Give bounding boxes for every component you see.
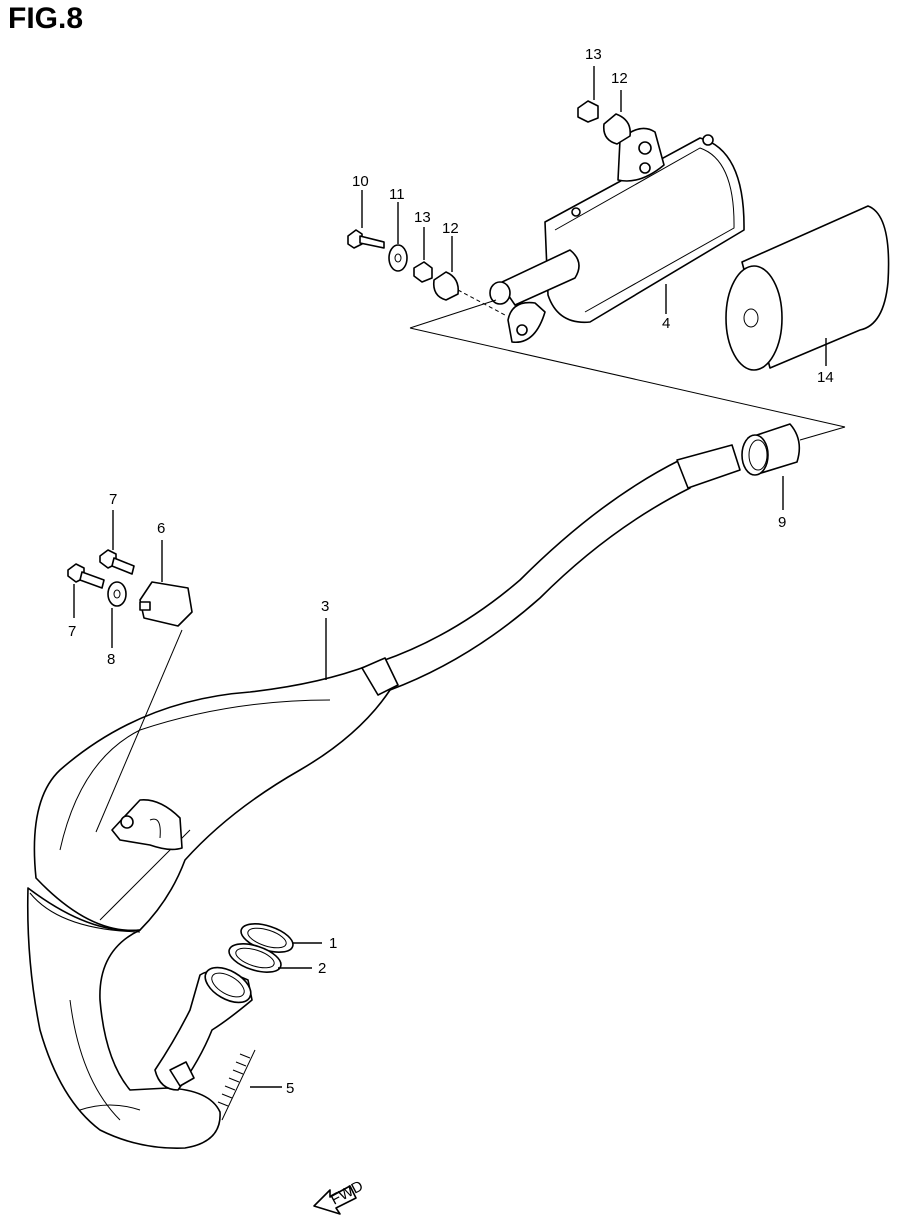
callout-7-upper: 7 [109,491,117,508]
bolt-10 [347,190,385,249]
callout-10: 10 [352,173,369,190]
callout-12-upper: 12 [611,70,628,87]
callout-5: 5 [286,1080,294,1097]
collar-13-upper [577,66,599,123]
expansion-chamber [26,444,741,1149]
inlet-flange [154,966,253,1091]
grommet-12-upper [602,90,632,145]
callout-13-lower: 13 [414,209,431,226]
fwd-label: FWD [328,1177,366,1208]
callout-12-lower: 12 [442,220,459,237]
callout-8: 8 [107,651,115,668]
callout-4: 4 [662,315,670,332]
callout-2: 2 [318,960,326,977]
spring-5 [217,1049,282,1121]
bolt-7-upper [99,510,135,575]
callout-6: 6 [157,520,165,537]
bolt-7-lower [67,563,105,618]
mount-bracket-6 [95,540,193,833]
callout-1: 1 [329,935,337,952]
callout-11: 11 [389,186,405,203]
silencer-end-cap [725,205,890,371]
callout-14: 14 [817,369,834,386]
silencer-body [489,127,745,343]
assembly-guide-lines [409,299,846,441]
callout-13-upper: 13 [585,46,602,63]
callout-9: 9 [778,514,786,531]
callout-3: 3 [321,598,329,615]
washer-11 [388,202,408,272]
grommet-12 [432,236,506,316]
figure-title: FIG.8 [8,2,84,35]
collar-13 [413,227,433,283]
gasket-ring-2 [228,943,312,973]
callout-7-lower: 7 [68,623,76,640]
washer-8 [107,581,127,648]
outlet-seal-9 [741,423,801,510]
fwd-arrow-icon: FWD [313,1177,366,1215]
